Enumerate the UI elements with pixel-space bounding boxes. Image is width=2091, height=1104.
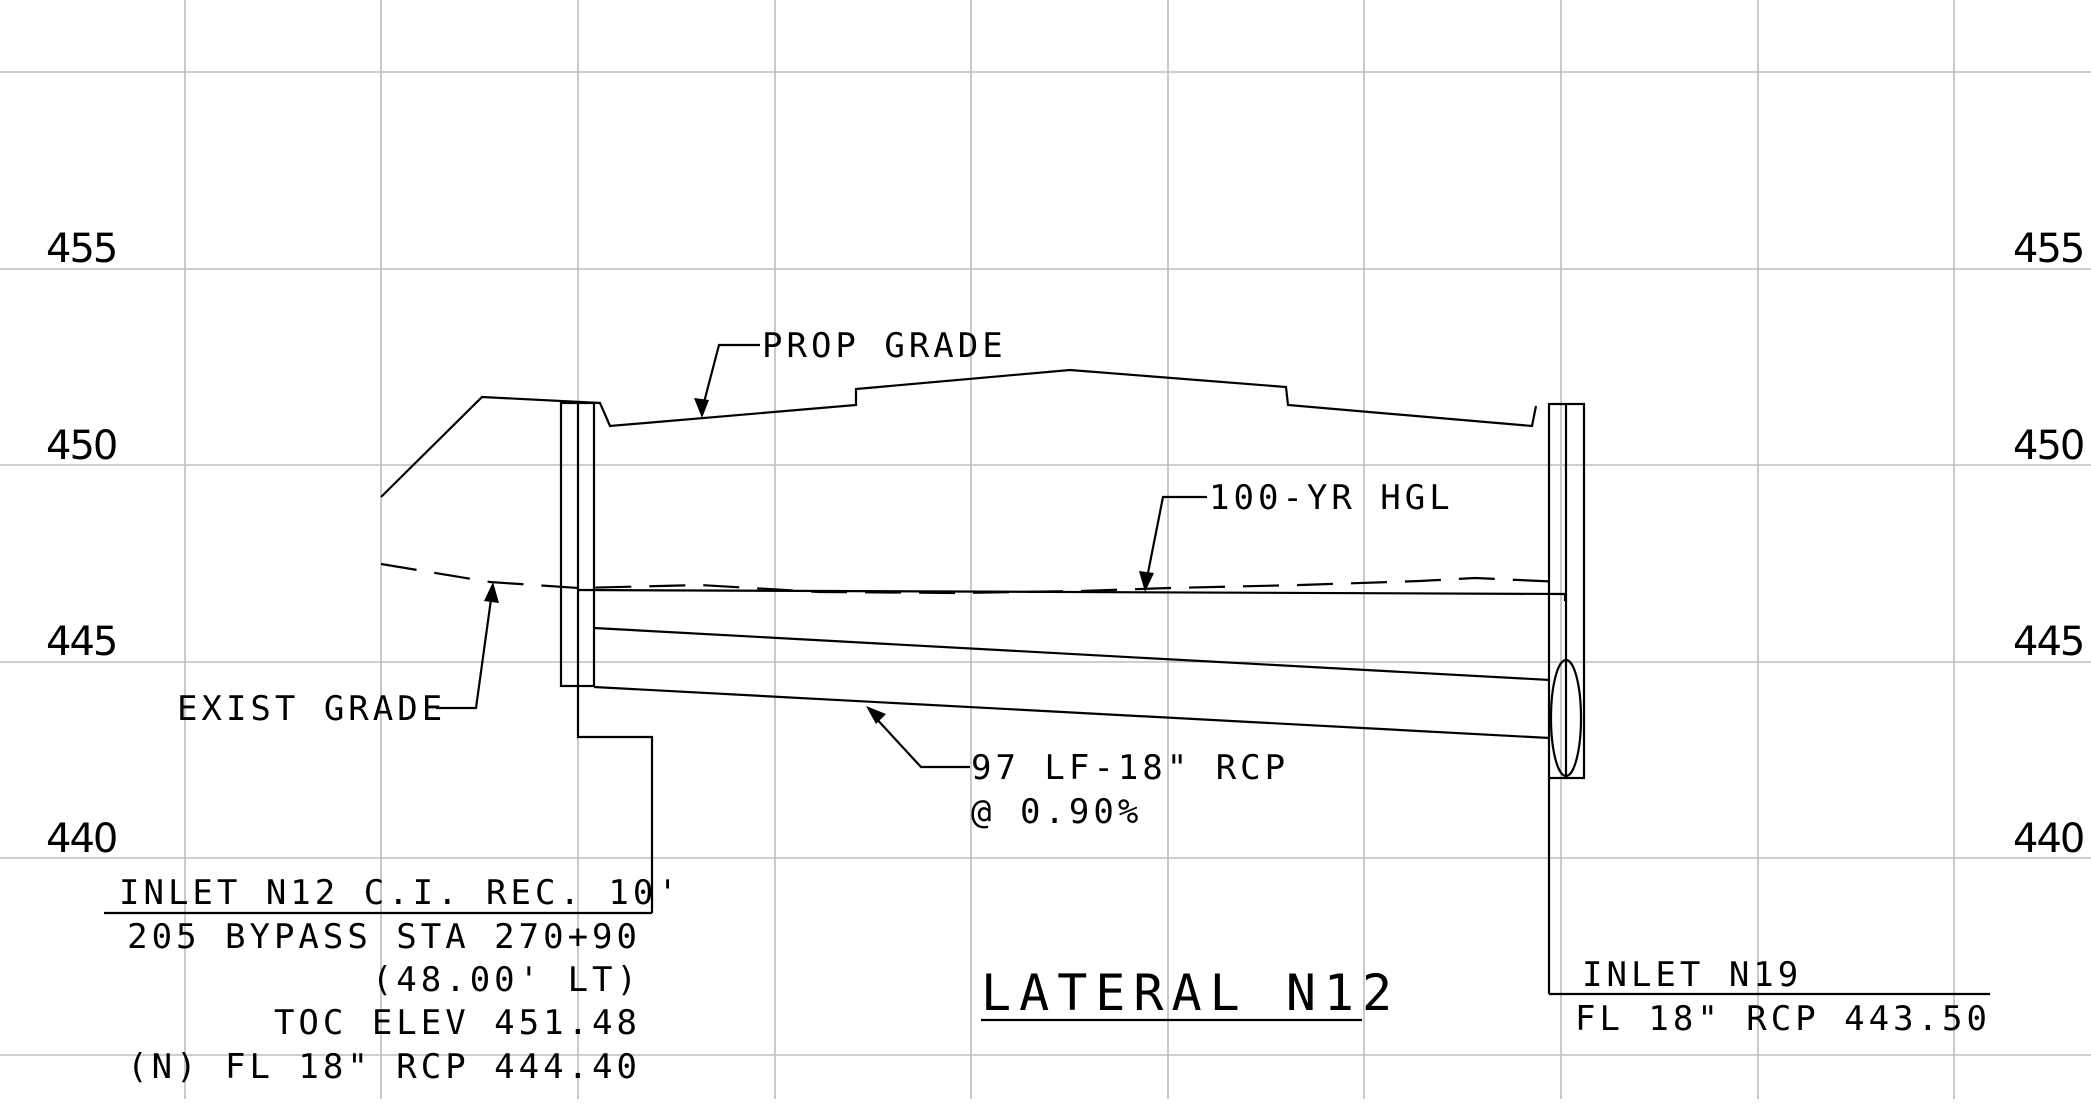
elevation-label-right-445: 445	[2013, 619, 2083, 665]
elevation-label-left-445: 445	[46, 619, 116, 665]
pipe-invert	[593, 685, 1551, 740]
prop-grade-leader	[694, 343, 760, 418]
inlet-n19-notes: INLET N19 FL 18" RCP 443.50	[1549, 955, 1991, 1039]
elevation-label-left-440: 440	[46, 816, 116, 862]
prop-grade-arrowhead	[694, 398, 709, 418]
elevation-label-right-440: 440	[2013, 816, 2083, 862]
exist-grade-arrowhead	[484, 582, 499, 603]
inlet-n12-toc-elev: TOC ELEV 451.48	[274, 1003, 641, 1043]
exist-grade-label: EXIST GRADE	[177, 689, 446, 729]
inlet-n12-structure	[559, 401, 654, 913]
inlet-n12-offset: (48.00' LT)	[372, 960, 641, 1000]
inlet-n12-title: INLET N12 C.I. REC. 10'	[119, 873, 682, 913]
prop-grade-label: PROP GRADE	[762, 326, 1007, 366]
existing-grade-line	[380, 562, 1564, 595]
pipe-slope-label: @ 0.90%	[971, 792, 1142, 832]
inlet-n12-flowline: (N) FL 18" RCP 444.40	[127, 1047, 641, 1087]
hgl-line	[577, 588, 1567, 601]
hgl-label: 100-YR HGL	[1209, 478, 1454, 518]
elevation-label-right-450: 450	[2013, 423, 2083, 469]
inlet-n12-notes: INLET N12 C.I. REC. 10' 205 BYPASS STA 2…	[104, 873, 682, 1087]
inlet-n19-title: INLET N19	[1582, 955, 1802, 995]
inlet-n19-structure	[1547, 402, 1586, 994]
pipe-arrowhead	[866, 706, 886, 724]
proposed-grade-line	[380, 368, 1538, 498]
profile-title: LATERAL N12	[981, 964, 1400, 1022]
hgl-leader	[1139, 495, 1207, 592]
pipe-leader	[866, 706, 970, 769]
pipe-crown	[593, 626, 1551, 682]
pipe-end-ellipse	[1549, 658, 1583, 778]
inlet-n12-station: 205 BYPASS STA 270+90	[127, 917, 641, 957]
elevation-label-right-455: 455	[2013, 226, 2083, 272]
hgl-arrowhead	[1139, 571, 1154, 592]
inlet-n19-flowline: FL 18" RCP 443.50	[1575, 999, 1991, 1039]
exist-grade-leader	[436, 582, 499, 710]
elevation-label-left-450: 450	[46, 423, 116, 469]
elevation-label-left-455: 455	[46, 226, 116, 272]
pipe-label: 97 LF-18" RCP	[971, 748, 1289, 788]
